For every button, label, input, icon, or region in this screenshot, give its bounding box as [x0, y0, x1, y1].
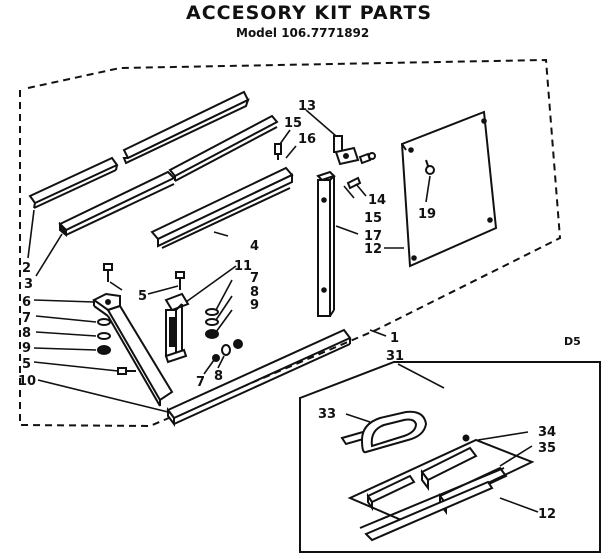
bracket-13 [333, 135, 360, 166]
angle-rail-right [168, 114, 279, 182]
callout-1: 1 [390, 331, 399, 346]
callout-19: 19 [418, 207, 436, 222]
callout-8: 8 [22, 326, 31, 341]
plate-12-kit [347, 438, 535, 542]
callout-15: 15 [364, 211, 382, 226]
callout-13: 13 [298, 99, 316, 114]
foam-loop-33 [360, 410, 428, 454]
callout-8: 8 [250, 285, 259, 300]
top-rail-upper [122, 90, 250, 165]
callout-35: 35 [538, 441, 556, 456]
callout-10: 10 [18, 374, 36, 389]
callout-labels: 13 15 16 14 15 17 12 19 2 3 6 7 8 9 5 10… [18, 99, 581, 522]
callout-34: 34 [538, 425, 556, 440]
leader-lines [27, 109, 539, 513]
nut-9-left [97, 345, 111, 355]
callout-11: 11 [234, 259, 252, 274]
callout-7: 7 [250, 271, 259, 286]
callout-33: 33 [318, 407, 336, 422]
vertical-post-17 [316, 170, 336, 317]
callout-6: 6 [22, 295, 31, 310]
hardware-7-8-lower [212, 339, 243, 362]
callout-5: 5 [138, 289, 147, 304]
bolt-5-top-right [175, 271, 185, 290]
callout-12: 12 [538, 507, 556, 522]
callout-2: 2 [22, 261, 31, 276]
screw-15 [346, 176, 362, 190]
callout-7: 7 [196, 375, 205, 390]
callout-9: 9 [250, 298, 259, 313]
callout-15: 15 [284, 116, 302, 131]
screw-14 [358, 152, 376, 165]
callout-9: 9 [22, 341, 31, 356]
callout-7: 7 [22, 311, 31, 326]
callout-8: 8 [214, 369, 223, 384]
model-number: Model 106.7771892 [236, 26, 370, 40]
support-leg-6 [92, 292, 174, 407]
callout-16: 16 [298, 132, 316, 147]
side-panel-12 [400, 110, 498, 268]
washer-7-left [97, 318, 111, 326]
callout-12: 12 [364, 242, 382, 257]
bottom-rail-10 [166, 328, 352, 427]
top-rail-2 [28, 156, 119, 209]
callout-14: 14 [368, 193, 386, 208]
lockwasher-8-right [205, 318, 219, 326]
bolt-5-top-left [103, 263, 113, 282]
washer-7-right [205, 308, 219, 316]
diagram-code: D5 [564, 335, 581, 348]
bolt-5-lower [117, 367, 136, 375]
page-title: ACCESORY KIT PARTS [186, 2, 433, 24]
kit-31-enclosure [299, 361, 601, 553]
screw-16 [274, 143, 282, 160]
callout-17: 17 [364, 229, 382, 244]
bracket-11 [164, 292, 190, 364]
callout-3: 3 [24, 277, 33, 292]
callout-4: 4 [250, 239, 259, 254]
callout-31: 31 [386, 349, 404, 364]
nut-9-right [205, 329, 219, 339]
side-channel-4 [150, 166, 294, 249]
lockwasher-8-left [97, 332, 111, 340]
foam-block-34 [420, 434, 478, 491]
callout-5: 5 [22, 357, 31, 372]
